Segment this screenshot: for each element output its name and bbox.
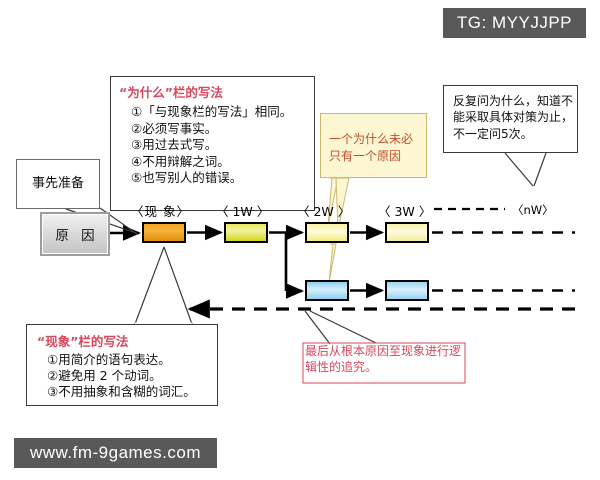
yellow-note-line: 一个为什么未必: [329, 132, 414, 146]
prep-callout-box: 事先准备: [16, 159, 100, 209]
repeat-why-callout: 反复问为什么，知道不 能采取具体对策为止， 不一定问5次。: [443, 85, 578, 153]
node-cause-label: 原 因: [55, 228, 99, 244]
node-2w-bottom: [305, 280, 349, 301]
why-rule-item: ③用过去式写。: [131, 137, 218, 152]
why-rule-callout-box: “为什么”栏的写法 ①「与现象栏的写法」相同。 ②必须写事实。 ③用过去式写。 …: [110, 76, 315, 211]
why-rule-item: ②必须写事实。: [131, 120, 218, 136]
watermark-top-right: TG: MYYJJPP: [442, 8, 586, 38]
why-rule-item: ①「与现象栏的写法」相同。: [131, 104, 293, 119]
phenomenon-rule-callout-box: “现象”栏的写法 ①用简介的语句表达。 ②避免用 2 个动词。 ③不用抽象和含糊…: [26, 324, 218, 406]
repeat-why-line: 反复问为什么，知道不: [453, 94, 574, 108]
why-rule-item-list: ①「与现象栏的写法」相同。 ②必须写事实。 ③用过去式写。 ④不用辩解之词。 ⑤…: [119, 104, 314, 186]
phenomenon-rule-item: ①用简介的语句表达。: [47, 352, 171, 367]
repeat-why-line: 不一定问5次。: [453, 126, 533, 141]
node-1w: [224, 222, 268, 243]
prep-label: 事先准备: [31, 175, 84, 191]
node-cause: 原 因: [40, 212, 110, 256]
why-rule-item: ④不用辩解之词。: [131, 153, 230, 169]
phenomenon-rule-item: ③不用抽象和含糊的词汇。: [47, 384, 196, 399]
yellow-note-line: 只有一个原因: [329, 149, 402, 164]
stage-label-1w: 〈 1W 〉: [216, 204, 270, 219]
node-3w-bottom: [385, 280, 429, 301]
node-3w-top: [385, 222, 429, 243]
why-rule-item: ⑤也写别人的错误。: [131, 170, 243, 185]
phenomenon-rule-item-list: ①用简介的语句表达。 ②避免用 2 个动词。 ③不用抽象和含糊的词汇。: [37, 352, 217, 400]
stage-label-nw: 〈nW〉: [512, 203, 554, 217]
phenomenon-rule-heading: “现象”栏的写法: [37, 334, 129, 349]
stage-label-3w: 〈 3W 〉: [378, 204, 432, 219]
phenomenon-rule-item: ②避免用 2 个动词。: [47, 368, 162, 383]
node-phenomenon: [142, 222, 186, 243]
stage-label-2w: 〈 2W 〉: [297, 204, 351, 219]
watermark-bottom-left: www.fm-9games.com: [14, 438, 217, 468]
logic-trace-note: 最后从根本原因至现象进行逻辑性的追究。: [305, 344, 462, 374]
stage-label-phenomenon: 〈现 象〉: [131, 204, 190, 219]
repeat-why-line: 能采取具体对策为止，: [453, 110, 574, 125]
yellow-note-callout: 一个为什么未必 只有一个原因: [320, 113, 427, 178]
why-rule-heading: “为什么”栏的写法: [119, 85, 223, 100]
node-2w-top: [305, 222, 349, 243]
